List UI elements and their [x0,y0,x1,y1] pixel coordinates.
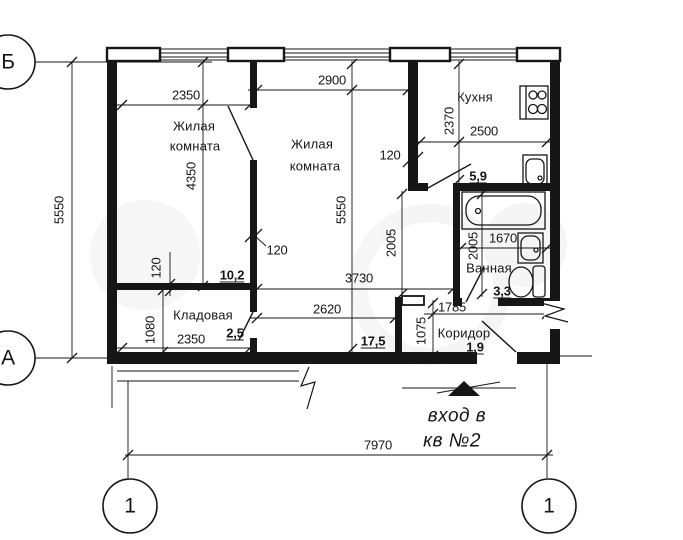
entrance-arrow-icon [448,381,480,396]
room-living2-name-2: комната [289,158,341,174]
dim-bottom-span: 3730 [344,270,374,286]
wall-break-right [540,302,569,323]
stove-icon [519,85,549,120]
room-living1-name-2: комната [169,138,221,154]
room-kitchen-area: 5,9 [469,168,487,184]
door-leaves [227,105,517,353]
dim-wall-120-storage: 120 [148,257,164,279]
room-storage-name: Кладовая [173,307,233,323]
axis-label-b: Б [1,50,15,74]
axis-label-1-left: 1 [124,494,136,518]
dim-overall-depth: 5550 [51,195,67,225]
dim-wall-120-partition: 120 [266,242,288,258]
window-piers [105,46,562,306]
dim-overall-width: 7970 [363,437,393,453]
break-marks [299,301,569,410]
door-bath [465,266,485,303]
window-2 [284,48,390,61]
watermark [90,200,567,366]
room-bath-name: Ванная [466,260,512,276]
axis-marker-1-left [102,478,158,534]
door-storage [238,311,254,341]
axis-label-a: А [1,346,15,370]
door-living1 [227,105,254,161]
dim-storage-width: 2350 [176,331,206,347]
bathtub-icon [461,191,546,230]
room-bath-area: 3,3 [493,283,511,299]
dim-kitchen-depth: 2370 [441,106,457,136]
window-3 [450,48,517,61]
axis-marker-1-right [521,478,577,534]
window-1 [160,48,228,61]
door-kitchen [427,163,472,189]
dim-bath-width: 1670 [488,230,518,246]
wall-break-bottom [299,366,316,410]
fixtures [461,85,549,298]
room-kitchen-name: Кухня [457,89,493,105]
dim-room2-height: 5550 [333,195,349,225]
dim-corridor-width: 1785 [437,299,467,315]
windows [160,48,517,61]
axis-markers [0,34,577,534]
walls [107,48,560,364]
dim-storage-height: 1080 [142,315,158,345]
dim-room2-bottom-width: 2620 [312,301,342,317]
door-jamb-pier [401,295,425,306]
room-storage-area: 2,5 [226,325,244,341]
axis-label-1-right: 1 [543,494,555,518]
room-living2-name-1: Жилая [290,136,334,152]
dim-wall-120-kitchen: 120 [379,147,401,163]
room-living1-name-1: Жилая [172,118,216,134]
room-corridor-area: 1,9 [466,339,484,355]
door-entrance [481,320,517,353]
room-living2-area: 17,5 [360,333,386,349]
dim-bath-depth: 2005 [465,231,481,261]
dim-corridor-height: 1075 [413,316,429,346]
room-corridor-name: Коридор [437,325,491,341]
washbasin-icon [517,232,544,264]
dim-room1-width: 2350 [171,87,201,103]
dim-room2-width: 2900 [317,72,347,88]
toilet-icon [508,265,546,298]
dim-hall-depth: 2005 [383,228,399,258]
dim-kitchen-width: 2500 [469,123,499,139]
entrance-caption-1: вход в [427,405,487,427]
dim-room1-height: 4350 [183,161,199,191]
room-living1-area: 10,2 [219,267,245,283]
entrance-caption-2: кв №2 [423,430,481,452]
kitchen-sink-icon [522,154,548,189]
